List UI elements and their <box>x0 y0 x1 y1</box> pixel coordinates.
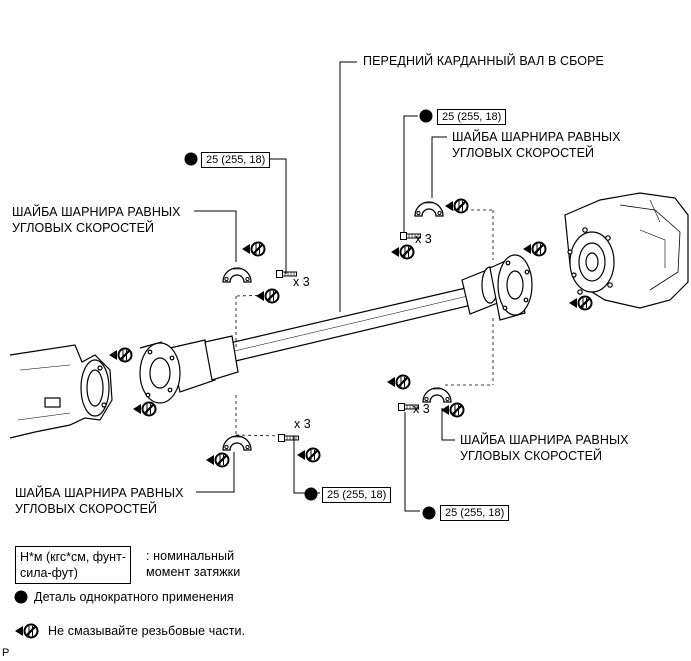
leader-lines <box>194 61 455 512</box>
bolt-quantity-lower-left: x 3 <box>294 417 311 431</box>
legend-no-lube: Не смазывайте резьбовые части. <box>48 624 246 638</box>
torque-spec-lower-left: 25 (255, 18) <box>322 487 392 503</box>
torque-spec-upper-left: 25 (255, 18) <box>201 152 271 168</box>
cv-washer-label-line2: УГЛОВЫХ СКОРОСТЕЙ <box>460 449 603 463</box>
cv-washer-label-line2: УГЛОВЫХ СКОРОСТЕЙ <box>15 502 158 516</box>
corner-letter: P <box>2 647 10 659</box>
cv-washer-label-line1: ШАЙБА ШАРНИРА РАВНЫХ <box>460 433 629 447</box>
torque-spec-upper-right: 25 (255, 18) <box>437 109 507 125</box>
cv-washer-label-lower-left: ШАЙБА ШАРНИРА РАВНЫХ УГЛОВЫХ СКОРОСТЕЙ <box>15 485 184 517</box>
cv-washer-label-line1: ШАЙБА ШАРНИРА РАВНЫХ <box>15 486 184 500</box>
legend-unit-line1: Н*м (кгс*см, фунт- <box>20 550 126 564</box>
cv-washer-upper-left <box>222 267 252 283</box>
bolt-lower-left <box>278 434 299 442</box>
legend-desc-line2: момент затяжки <box>146 565 241 579</box>
legend-unit-line2: сила-фут) <box>20 566 78 580</box>
bolt-quantity-upper-left: x 3 <box>293 275 310 289</box>
cv-washer-label-line2: УГЛОВЫХ СКОРОСТЕЙ <box>452 146 595 160</box>
front-shaft-label: ПЕРЕДНИЙ КАРДАННЫЙ ВАЛ В СБОРЕ <box>363 54 604 68</box>
front-differential <box>564 192 689 309</box>
left-housing <box>9 344 113 439</box>
cv-washer-lower-right <box>422 387 452 403</box>
do-not-lubricate-icon <box>14 623 39 639</box>
cv-washer-label-upper-right: ШАЙБА ШАРНИРА РАВНЫХ УГЛОВЫХ СКОРОСТЕЙ <box>452 129 621 161</box>
cv-washer-label-line1: ШАЙБА ШАРНИРА РАВНЫХ <box>12 205 181 219</box>
cv-washer-upper-right <box>414 201 444 217</box>
cv-washer-label-upper-left: ШАЙБА ШАРНИРА РАВНЫХ УГЛОВЫХ СКОРОСТЕЙ <box>12 204 181 236</box>
legend-desc-line1: : номинальный <box>146 549 235 563</box>
legend-non-reusable: Деталь однократного применения <box>34 590 234 604</box>
cv-washer-label-line1: ШАЙБА ШАРНИРА РАВНЫХ <box>452 130 621 144</box>
propeller-shaft <box>139 254 533 404</box>
torque-spec-lower-right: 25 (255, 18) <box>440 505 510 521</box>
non-reusable-markers <box>184 109 436 520</box>
cv-washer-lower-left <box>222 435 252 451</box>
non-reusable-part-icon <box>14 590 28 604</box>
cv-washer-label-lower-right: ШАЙБА ШАРНИРА РАВНЫХ УГЛОВЫХ СКОРОСТЕЙ <box>460 432 629 464</box>
legend-torque-description: : номинальный момент затяжки <box>146 548 240 580</box>
alignment-lines <box>235 209 494 437</box>
legend-torque-unit: Н*м (кгс*см, фунт- сила-фут) <box>15 546 131 584</box>
bolt-quantity-lower-right: x 3 <box>413 402 430 416</box>
cv-washer-label-line2: УГЛОВЫХ СКОРОСТЕЙ <box>12 221 155 235</box>
bolt-quantity-upper-right: x 3 <box>415 232 432 246</box>
